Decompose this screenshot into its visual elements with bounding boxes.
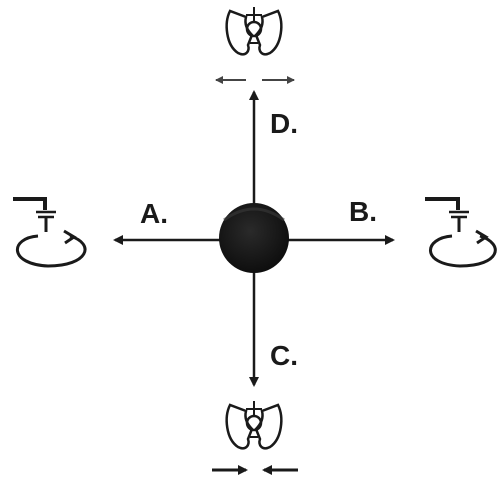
clamp-rotate-icon [425,197,497,268]
label-c: C. [270,340,298,371]
label-b: B. [349,196,377,227]
center-ball [219,203,289,273]
pelvis-icon [225,7,283,56]
label-d: D. [270,108,298,139]
pelvis-icon [225,401,283,450]
label-a: A. [140,198,168,229]
clamp-rotate-icon [13,197,87,268]
